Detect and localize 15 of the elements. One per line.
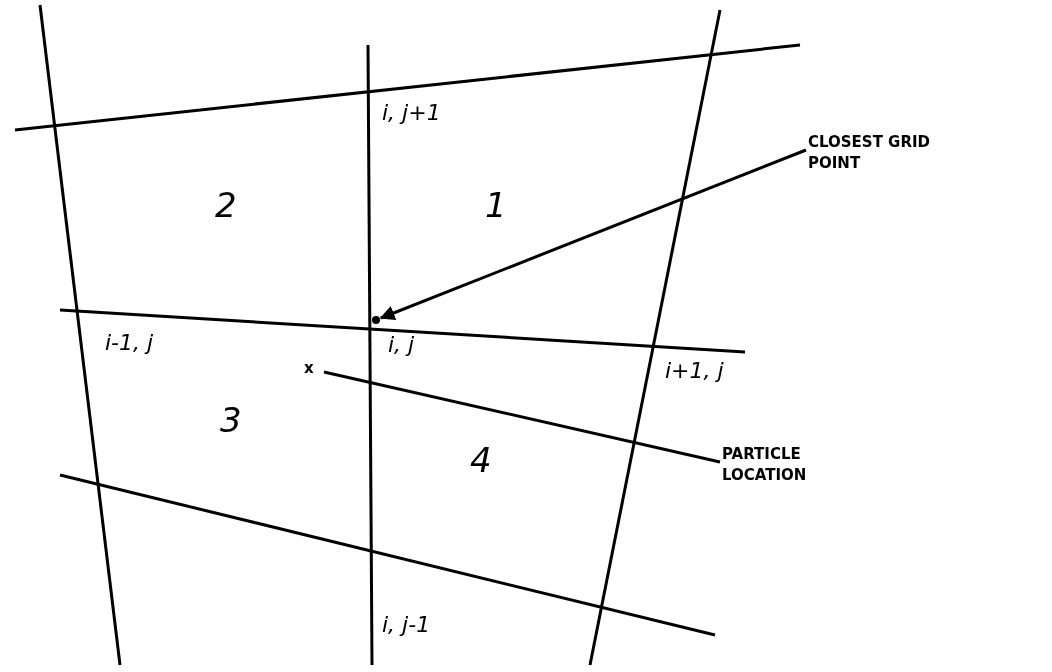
callout-text: PARTICLE LOCATION — [722, 444, 872, 486]
particle-mark: x — [304, 358, 320, 379]
cell-number: 1 — [485, 185, 507, 225]
grid-index-label: i, j — [388, 332, 415, 357]
grid-index-label: i-1, j — [105, 330, 154, 355]
grid-index-label: i, j+1 — [382, 100, 441, 125]
cell-number: 2 — [215, 185, 237, 225]
grid-index-label: i, j-1 — [382, 612, 431, 637]
callout-text: CLOSEST GRID POINT — [808, 132, 958, 174]
leader-line — [379, 148, 807, 320]
grid-index-label: i+1, j — [665, 358, 724, 383]
leader-line — [323, 370, 721, 464]
cell-number: 4 — [470, 440, 492, 480]
grid-point — [372, 316, 380, 324]
cell-number: 3 — [220, 400, 242, 440]
